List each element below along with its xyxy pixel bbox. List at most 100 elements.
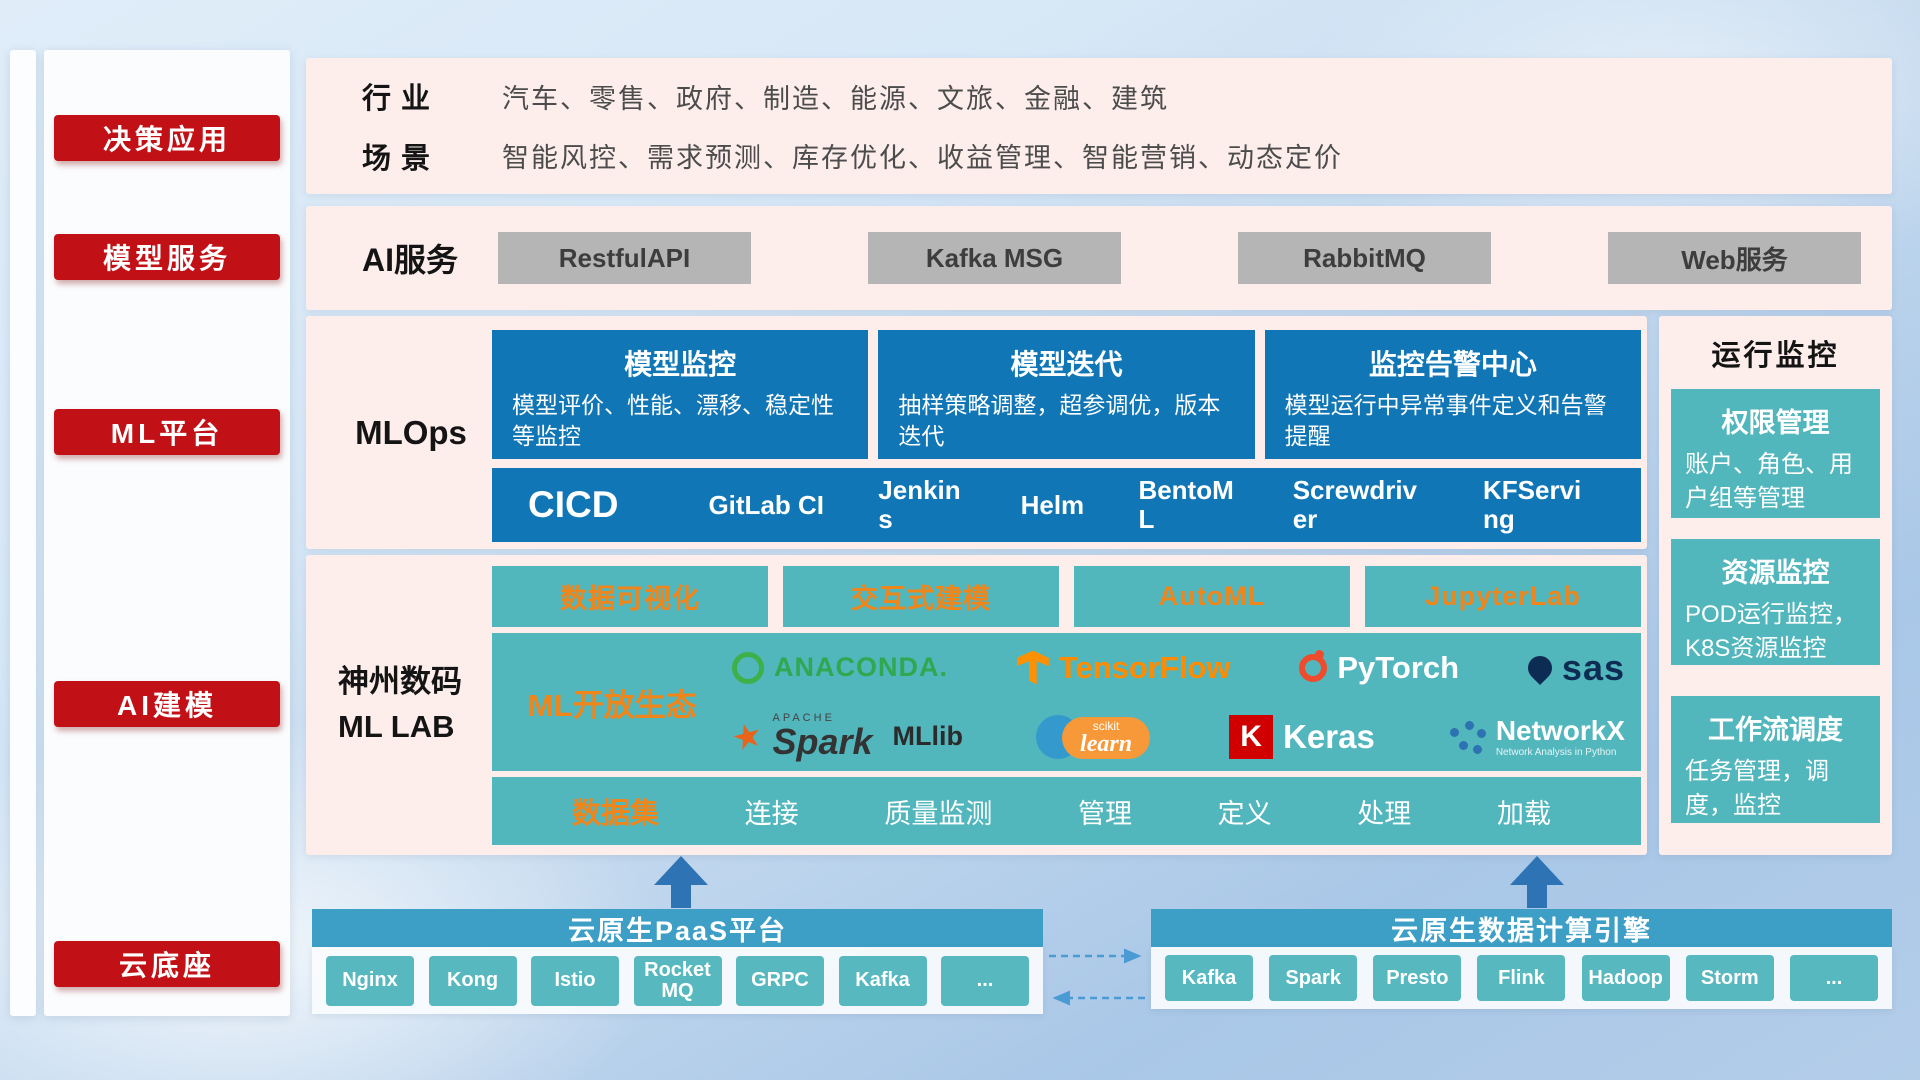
permission-mgmt-card: 权限管理 账户、角色、用户组等管理 [1671,389,1880,518]
card-title: 模型监控 [624,349,737,380]
spark-engine-button: Spark [1269,955,1358,1001]
mllab-label-line2: ML LAB [338,709,455,744]
mllab-band: 神州数码 ML LAB 数据可视化 交互式建模 AutoML JupyterLa… [306,555,1647,855]
sidebar-item-decision-apps: 决策应用 [54,115,280,161]
keras-icon: K [1229,714,1274,759]
scikit-learn-badge: scikit learn [1062,716,1151,759]
tensorflow-logo: TensorFlow [1016,649,1231,686]
paas-header: 云原生PaaS平台 [312,909,1043,947]
automl-box: AutoML [1074,566,1350,627]
data-engine-items: Kafka Spark Presto Flink Hadoop Storm ..… [1151,947,1892,1009]
anaconda-text: ANACONDA. [774,652,948,682]
anaconda-icon [732,651,764,684]
mlops-cards: 模型监控 模型评价、性能、漂移、稳定性等监控 模型迭代 抽样策略调整，超参调优，… [492,330,1641,459]
dataset-load: 加载 [1496,798,1551,829]
industry-label: 行业 [362,83,441,116]
card-desc: 抽样策略调整，超参调优，版本迭代 [898,392,1221,450]
mllab-label-line1: 神州数码 [338,664,462,700]
istio-button: Istio [531,955,619,1006]
kafka-msg-button: Kafka MSG [868,232,1121,284]
restful-api-button: RestfulAPI [498,232,751,284]
flink-button: Flink [1477,955,1566,1001]
hadoop-button: Hadoop [1581,955,1670,1001]
ml-ecosystem-label: ML开放生态 [528,687,697,723]
sidebar-item-model-service: 模型服务 [54,234,280,280]
ai-service-label: AI服务 [362,242,459,278]
pytorch-text: PyTorch [1337,649,1460,685]
scenario-row: 场景 智能风控、需求预测、库存优化、收益管理、智能营销、动态定价 [362,135,1892,177]
card-title: 资源监控 [1721,558,1830,588]
data-visualization-box: 数据可视化 [492,566,768,627]
storm-button: Storm [1685,955,1774,1001]
ai-service-band: AI服务 RestfulAPI Kafka MSG RabbitMQ Web服务 [306,206,1892,310]
scikit-learn-logo: scikit learn [1036,711,1156,763]
rocketmq-button: RocketMQ [633,955,722,1006]
grpc-button: GRPC [736,955,824,1006]
spark-star-icon: ★ [727,714,767,759]
card-title: 模型迭代 [1010,349,1123,380]
spark-mllib-logo: ★ APACHE Spark MLlib [728,712,964,762]
mllab-tools-row: 数据可视化 交互式建模 AutoML JupyterLab [492,566,1641,627]
layer-sidebar: 决策应用 模型服务 ML平台 AI建模 云底座 [44,50,290,1016]
sidebar-item-ml-platform: ML平台 [54,409,280,455]
dataset-bar: 数据集 连接 质量监测 管理 定义 处理 加载 [492,777,1641,845]
jenkins-item: Jenkins [878,475,961,534]
pytorch-icon [1299,649,1328,682]
scenario-label: 场景 [362,142,441,175]
arrow-head [654,856,708,885]
card-title: 监控告警中心 [1368,349,1537,380]
presto-button: Presto [1373,955,1462,1001]
resource-monitor-card: 资源监控 POD运行监控，K8S资源监控 [1671,539,1880,665]
cicd-bar: CICD GitLab CI Jenkins Helm BentoML Scre… [492,468,1641,542]
networkx-subtitle: Network Analysis in Python [1495,746,1617,758]
sidebar-item-ai-modeling: AI建模 [54,681,280,727]
sas-text: sas [1561,646,1625,688]
spark-text: Spark [772,721,873,762]
card-desc: 模型运行中异常事件定义和告警提醒 [1284,392,1607,450]
networkx-logo: NetworkX Network Analysis in Python [1448,715,1625,759]
dataset-process: 处理 [1357,798,1412,829]
gitlab-ci-item: GitLab CI [708,489,825,520]
networkx-text-stack: NetworkX Network Analysis in Python [1496,715,1625,759]
workflow-schedule-card: 工作流调度 任务管理，调度，监控 [1671,696,1880,823]
model-monitoring-card: 模型监控 模型评价、性能、漂移、稳定性等监控 [492,330,869,459]
data-engine-header: 云原生数据计算引擎 [1151,909,1892,947]
tensorflow-text: TensorFlow [1058,649,1231,685]
dataset-define: 定义 [1217,798,1272,829]
card-title: 工作流调度 [1708,715,1843,745]
ai-service-buttons: RestfulAPI Kafka MSG RabbitMQ Web服务 [498,232,1861,284]
logo-row-1: ANACONDA. TensorFlow PyTorch sas [732,633,1625,702]
left-accent-strip [10,50,36,1016]
alert-center-card: 监控告警中心 模型运行中异常事件定义和告警提醒 [1264,330,1641,459]
sas-icon [1522,650,1557,685]
scikit-text: scikit [1092,718,1120,733]
model-iteration-card: 模型迭代 抽样策略调整，超参调优，版本迭代 [878,330,1255,459]
card-desc: POD运行监控，K8S资源监控 [1685,601,1858,662]
up-arrow-engine [1503,856,1571,908]
rabbitmq-button: RabbitMQ [1238,232,1491,284]
cicd-items: GitLab CI Jenkins Helm BentoML Screwdriv… [708,476,1641,533]
bentoml-item: BentoML [1138,475,1234,534]
kfserving-item: KFServing [1483,475,1582,534]
scenario-text: 智能风控、需求预测、库存优化、收益管理、智能营销、动态定价 [502,143,1343,174]
ml-ecosystem-logos: ANACONDA. TensorFlow PyTorch sas [728,633,1625,771]
dataset-label: 数据集 [572,798,660,830]
networkx-icon [1448,720,1486,754]
keras-text: Keras [1283,717,1375,755]
industry-text: 汽车、零售、政府、制造、能源、文旅、金融、建筑 [502,83,1169,114]
card-desc: 账户、角色、用户组等管理 [1685,451,1853,512]
sas-logo: sas [1522,646,1625,689]
industry-band: 行业 汽车、零售、政府、制造、能源、文旅、金融、建筑 场景 智能风控、需求预测、… [306,58,1892,194]
apache-text: APACHE [772,712,835,724]
mllib-text: MLlib [892,721,964,751]
industry-row: 行业 汽车、零售、政府、制造、能源、文旅、金融、建筑 [362,75,1892,117]
logo-row-2: ★ APACHE Spark MLlib scikit learn [728,702,1625,771]
screwdriver-item: Screwdriver [1292,475,1418,534]
arrow-stem [1527,885,1547,908]
arrow-stem [671,885,691,908]
nginx-button: Nginx [326,955,414,1006]
dataset-connect: 连接 [744,798,799,829]
anaconda-logo: ANACONDA. [732,651,948,684]
mlops-label: MLOps [355,413,467,451]
